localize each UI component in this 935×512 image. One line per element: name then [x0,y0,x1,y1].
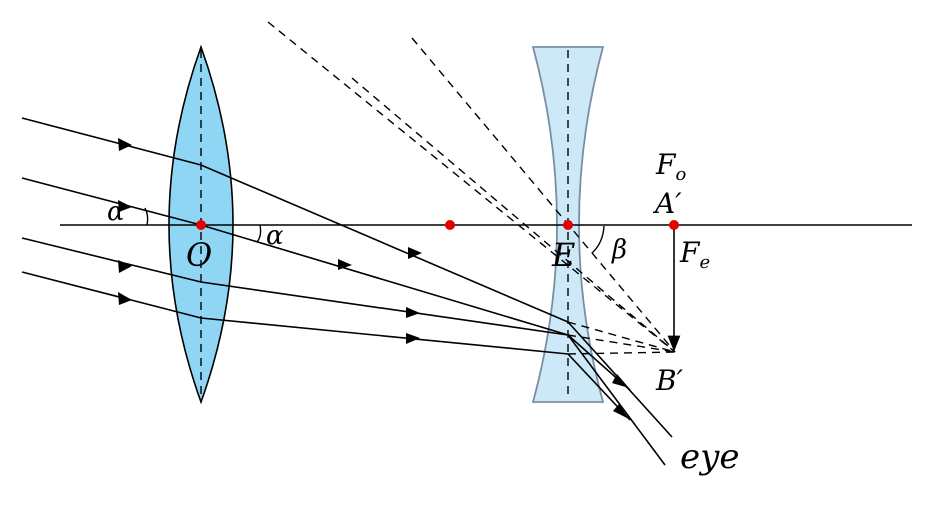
image-top-label: A′ [652,187,682,220]
point-a-prime [669,220,679,230]
arrow-head [613,404,629,419]
arrow-head [406,307,420,318]
eye-label: eye [680,437,739,477]
dashed-ray-1 [267,21,676,353]
alpha-right-arc [256,224,262,243]
ray-1 [21,117,569,323]
beta-arc [591,225,605,254]
dashed-ray-3 [411,37,676,353]
dashed-ray-2 [351,77,676,353]
arrow-head [118,200,132,212]
beta-label: β [611,235,627,265]
focus-eyepiece-sub: e [699,252,710,273]
focus-objective-label: Fo [655,148,686,185]
arrow-head [118,292,132,305]
focus-objective-main: F [655,148,677,181]
focus-objective-sub: o [675,164,686,185]
alpha-left-arc [144,207,149,226]
focus-eyepiece-label: Fe [679,236,710,273]
arrow-head [118,260,132,273]
ray-2 [21,177,569,336]
arrow-head [612,374,629,388]
ray-4 [21,271,569,355]
ray-3 [21,237,569,336]
alpha-left-label: α [107,197,125,227]
arrow-head [118,138,132,151]
eyepiece-center-label: E [551,236,575,274]
focus-eyepiece-main: F [679,236,701,269]
out-ray-2 [567,334,666,466]
image-bottom-label: B′ [655,364,684,397]
objective-center-label: O [186,236,212,274]
alpha-right-label: α [266,221,284,251]
arrow-head [408,247,422,259]
arrow-head [338,259,352,270]
point-o [196,220,206,230]
dashed-ext-1 [567,321,676,353]
arrow-head [406,333,420,344]
dashed-ext-2 [567,334,676,353]
point-mid [445,220,455,230]
point-e [563,220,573,230]
dashed-ext-3 [567,351,676,355]
